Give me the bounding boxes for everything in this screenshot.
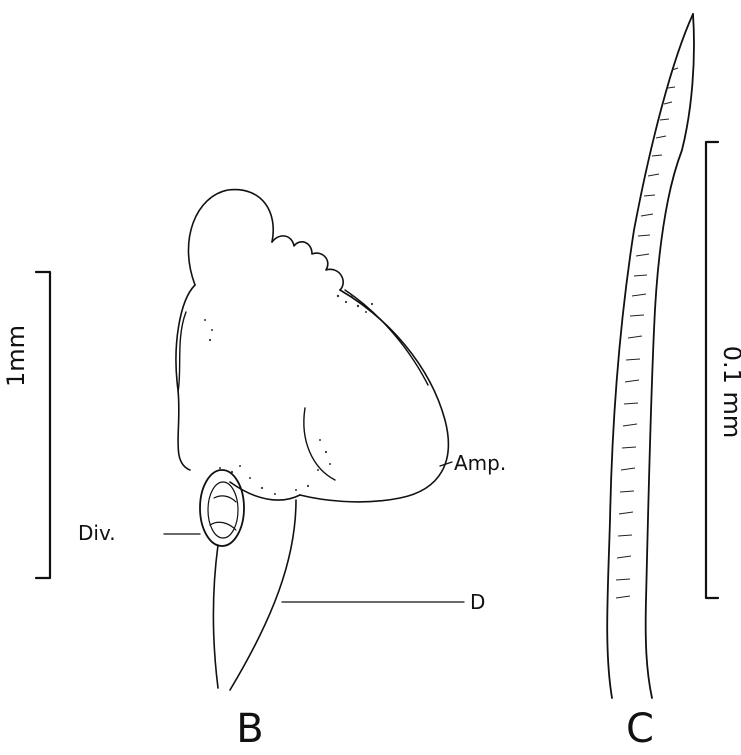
panel-c-letter: C	[626, 706, 654, 752]
scale-bar-0-1mm	[706, 142, 718, 598]
panel-c-specimen	[607, 14, 694, 698]
panel-b-letter: B	[236, 706, 263, 752]
panel-b-specimen	[176, 190, 448, 690]
amp-label: Amp.	[454, 451, 506, 475]
div-label: Div.	[78, 521, 116, 545]
d-label: D	[470, 590, 485, 614]
scale-bar-0-1mm-label: 0.1 mm	[718, 346, 741, 439]
scale-bar-1mm	[36, 272, 50, 578]
scale-bar-1mm-label: 1mm	[2, 325, 30, 387]
